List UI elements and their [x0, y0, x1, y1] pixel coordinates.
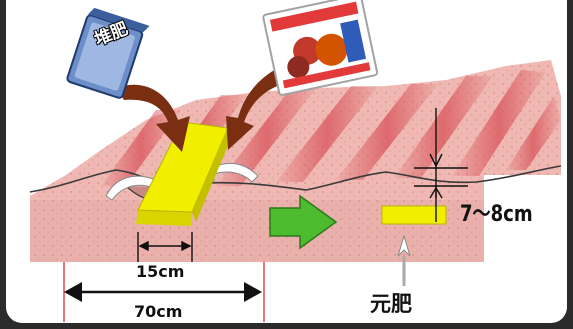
row-width-measure — [63, 262, 265, 322]
base-fertilizer-label: 元肥 — [370, 292, 412, 316]
row-width-label: 70cm — [134, 302, 183, 321]
fertilizer-placement-diagram — [29, 0, 562, 322]
soil-surface-line — [29, 165, 562, 193]
next-step-arrow-icon — [269, 194, 338, 250]
fertilizer-width-label: 15cm — [136, 262, 185, 281]
base-fertilizer-pointer — [397, 234, 411, 257]
compost-feed-arrow — [116, 84, 190, 152]
fertilizer-band — [136, 210, 192, 226]
fertilizer-bag-icon — [262, 0, 379, 96]
fertilizer-width-measure — [137, 232, 193, 262]
depth-measure — [414, 108, 468, 222]
compost-bag-icon — [66, 7, 150, 99]
base-fertilizer-bar — [381, 205, 447, 225]
depth-label: 7～8cm — [460, 202, 533, 227]
